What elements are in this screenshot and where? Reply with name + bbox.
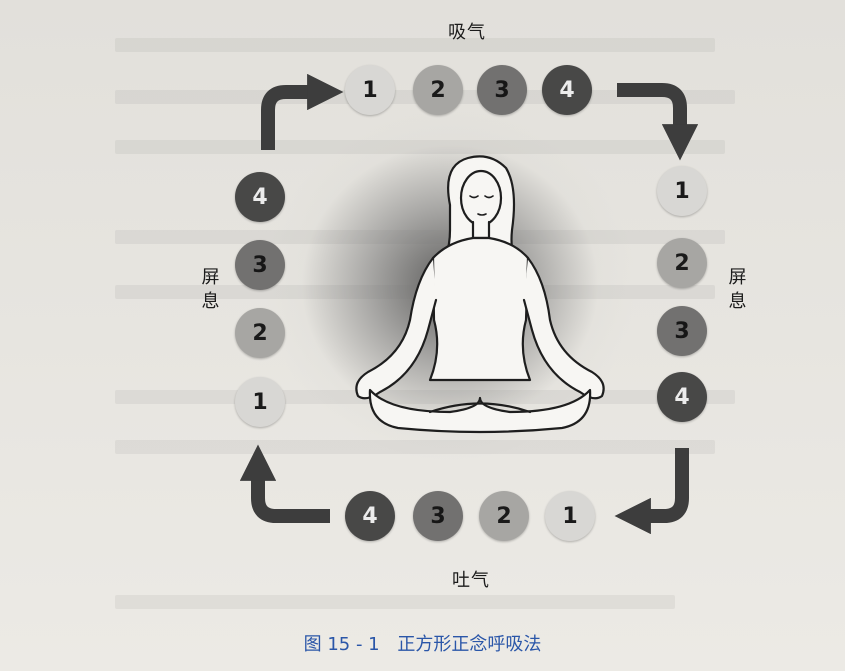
label-inhale: 吸气: [448, 22, 486, 43]
inhale-count-3: 3: [477, 65, 527, 115]
label-hold-right: 屏 息: [727, 266, 749, 314]
hold-left-count-4: 4: [235, 172, 285, 222]
exhale-count-2: 2: [479, 491, 529, 541]
exhale-count-3: 3: [413, 491, 463, 541]
inhale-count-1: 1: [345, 65, 395, 115]
label-hold-left: 屏 息: [200, 266, 222, 314]
figure-title: 正方形正念呼吸法: [397, 634, 542, 655]
arrow-top-right: [617, 83, 699, 161]
exhale-count-1: 1: [545, 491, 595, 541]
label-hold-right-char2: 息: [728, 291, 748, 312]
hold-left-count-2: 2: [235, 308, 285, 358]
exhale-count-4: 4: [345, 491, 395, 541]
meditating-woman-figure: [355, 155, 605, 434]
hold-right-count-4: 4: [657, 372, 707, 422]
inhale-count-4: 4: [542, 65, 592, 115]
hold-left-count-1: 1: [235, 377, 285, 427]
hold-right-count-2: 2: [657, 238, 707, 288]
label-hold-left-char2: 息: [201, 291, 221, 312]
background-text-line: [115, 38, 715, 52]
inhale-count-2: 2: [413, 65, 463, 115]
arrow-top-left: [261, 73, 344, 150]
hold-right-count-1: 1: [657, 166, 707, 216]
arrow-bottom-left: [239, 444, 330, 523]
hold-left-count-3: 3: [235, 240, 285, 290]
arrow-bottom-right: [614, 448, 689, 535]
label-hold-right-char1: 屏: [728, 267, 748, 288]
label-exhale: 吐气: [452, 570, 490, 591]
background-text-line: [115, 595, 675, 609]
figure-number: 图 15 - 1: [303, 634, 380, 655]
hold-right-count-3: 3: [657, 306, 707, 356]
figure-caption: 图 15 - 1 正方形正念呼吸法: [0, 630, 845, 656]
label-hold-left-char1: 屏: [201, 267, 221, 288]
